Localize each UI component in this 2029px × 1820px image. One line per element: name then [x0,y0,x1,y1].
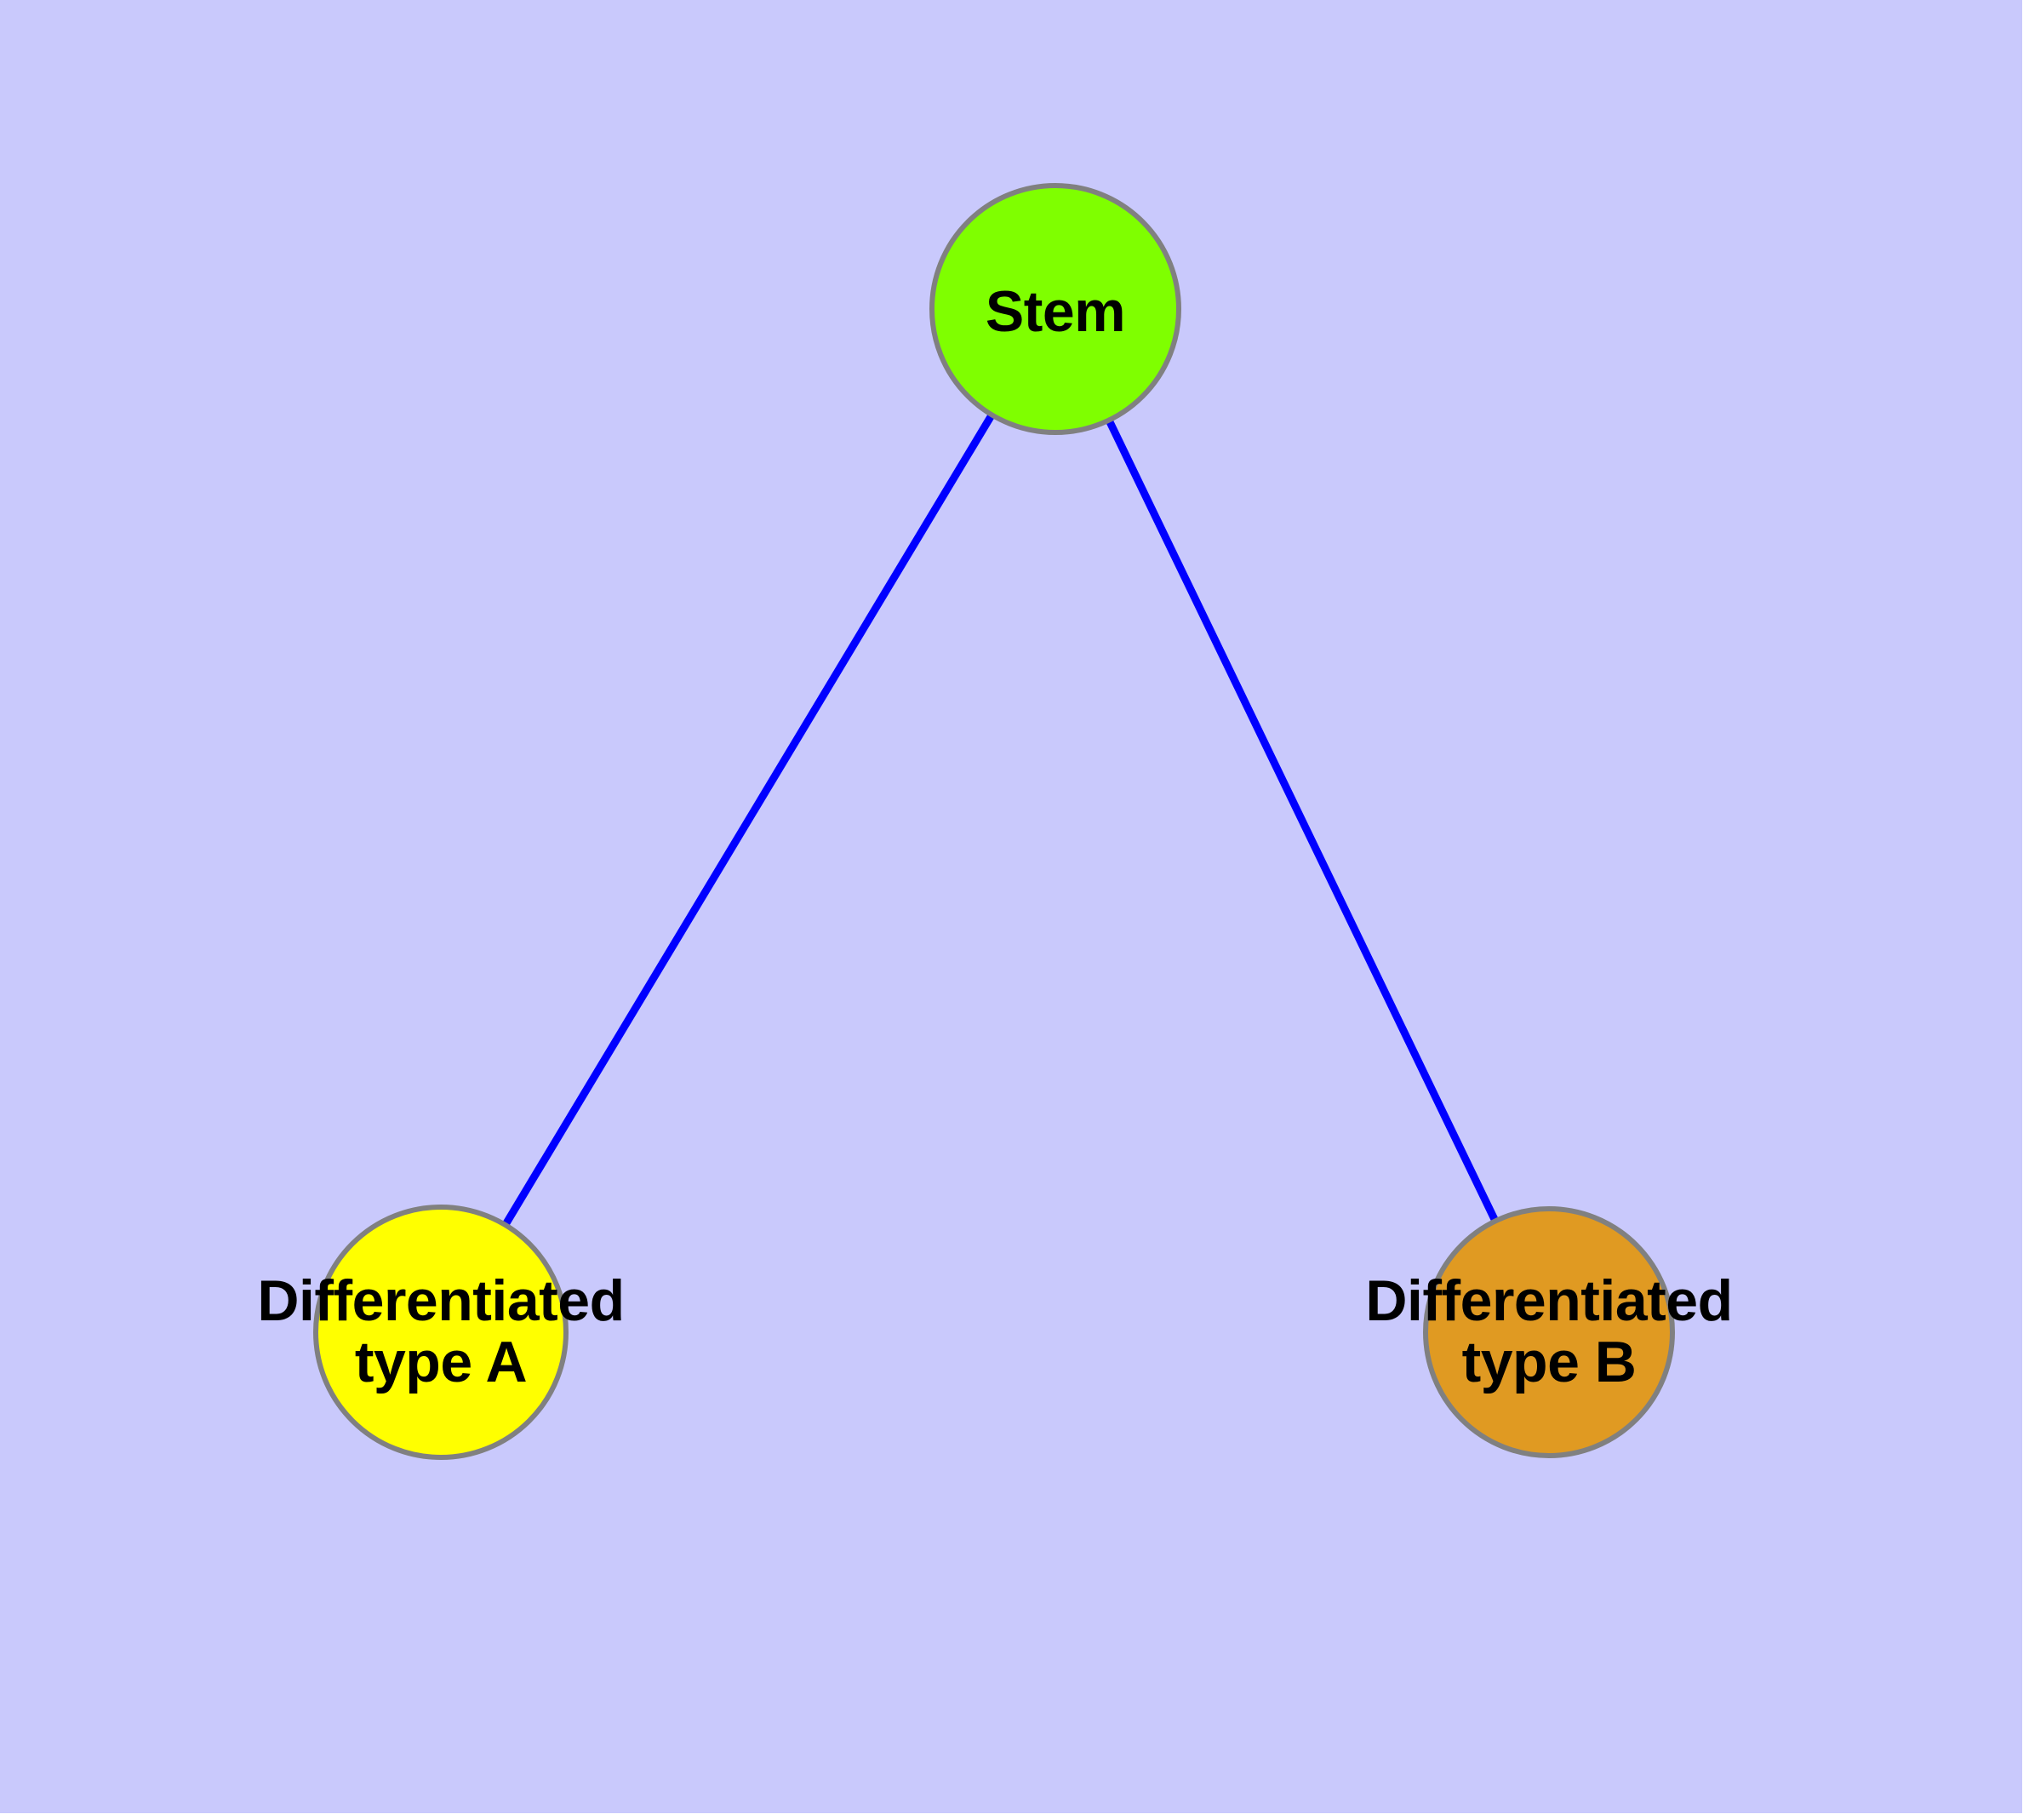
edge-stem-to-differentiated-type-a [437,306,1059,1335]
node-differentiated-type-b[interactable] [1423,1206,1675,1458]
edge-stem-to-differentiated-type-b [1051,307,1553,1334]
node-layer [313,183,1675,1460]
edge-layer [437,306,1553,1335]
node-stem[interactable] [929,183,1181,435]
node-differentiated-type-a[interactable] [313,1205,569,1460]
